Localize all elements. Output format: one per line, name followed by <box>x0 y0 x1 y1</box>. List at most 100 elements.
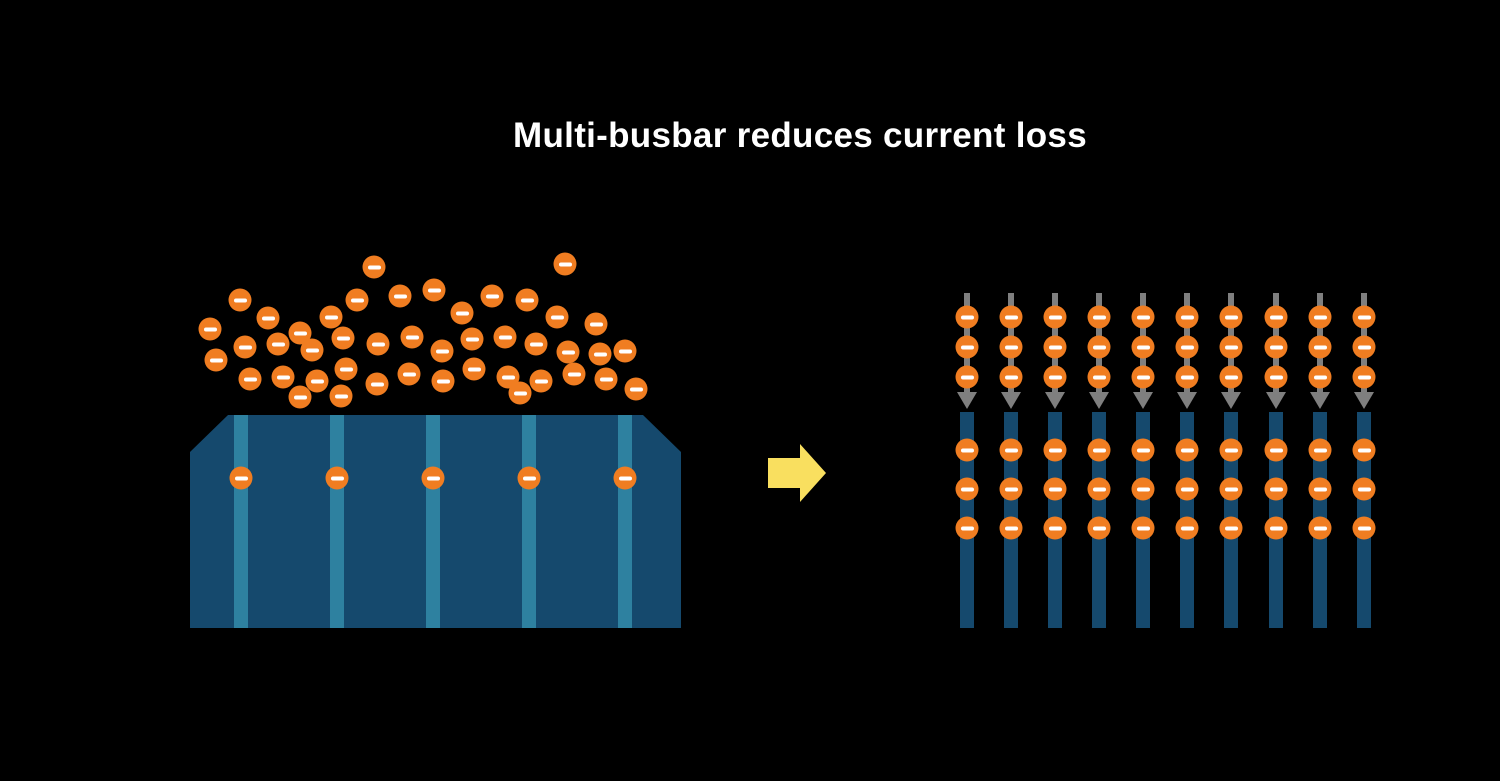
electron-icon <box>266 332 290 356</box>
electron-icon <box>362 255 386 279</box>
busbar <box>618 415 632 628</box>
electron-icon <box>430 339 454 363</box>
electron-icon <box>271 365 295 389</box>
electron-icon <box>450 301 474 325</box>
electron-icon <box>955 335 979 359</box>
electron-icon <box>517 466 541 490</box>
current-flow-arrowhead-icon <box>1177 392 1197 409</box>
electron-icon <box>556 340 580 364</box>
electron-icon <box>613 466 637 490</box>
electron-icon <box>1352 365 1376 389</box>
electron-icon <box>1352 516 1376 540</box>
electron-icon <box>624 377 648 401</box>
electron-icon <box>999 477 1023 501</box>
electron-icon <box>345 288 369 312</box>
electron-icon <box>421 466 445 490</box>
electron-icon <box>1264 516 1288 540</box>
current-flow-arrowhead-icon <box>1354 392 1374 409</box>
electron-icon <box>400 325 424 349</box>
electron-icon <box>1087 516 1111 540</box>
electron-icon <box>1043 365 1067 389</box>
electron-icon <box>238 367 262 391</box>
electron-icon <box>1264 305 1288 329</box>
electron-icon <box>480 284 504 308</box>
electron-icon <box>1131 365 1155 389</box>
electron-icon <box>1043 335 1067 359</box>
electron-icon <box>1352 305 1376 329</box>
electron-icon <box>1131 335 1155 359</box>
transition-arrow-icon <box>768 444 826 502</box>
electron-icon <box>955 365 979 389</box>
electron-icon <box>1219 305 1243 329</box>
electron-icon <box>1087 438 1111 462</box>
electron-icon <box>1352 438 1376 462</box>
electron-icon <box>955 438 979 462</box>
electron-icon <box>1175 365 1199 389</box>
electron-icon <box>204 348 228 372</box>
electron-icon <box>1087 335 1111 359</box>
current-flow-arrowhead-icon <box>1266 392 1286 409</box>
electron-icon <box>431 369 455 393</box>
electron-icon <box>198 317 222 341</box>
electron-icon <box>1264 335 1288 359</box>
electron-icon <box>256 306 280 330</box>
electron-icon <box>584 312 608 336</box>
electron-icon <box>508 381 532 405</box>
electron-icon <box>999 335 1023 359</box>
electron-icon <box>1087 305 1111 329</box>
electron-icon <box>1131 477 1155 501</box>
electron-icon <box>1308 477 1332 501</box>
electron-icon <box>1308 365 1332 389</box>
electron-icon <box>1175 516 1199 540</box>
current-flow-arrowhead-icon <box>1310 392 1330 409</box>
electron-icon <box>545 305 569 329</box>
electron-icon <box>515 288 539 312</box>
electron-icon <box>553 252 577 276</box>
electron-icon <box>562 362 586 386</box>
electron-icon <box>588 342 612 366</box>
electron-icon <box>366 332 390 356</box>
electron-icon <box>1175 477 1199 501</box>
electron-icon <box>1308 438 1332 462</box>
electron-icon <box>1308 305 1332 329</box>
electron-icon <box>1219 438 1243 462</box>
electron-icon <box>460 327 484 351</box>
current-flow-arrowhead-icon <box>1001 392 1021 409</box>
electron-icon <box>1264 477 1288 501</box>
electron-icon <box>1219 335 1243 359</box>
electron-icon <box>524 332 548 356</box>
electron-icon <box>955 477 979 501</box>
electron-icon <box>388 284 412 308</box>
current-flow-arrowhead-icon <box>1133 392 1153 409</box>
electron-icon <box>1175 335 1199 359</box>
electron-icon <box>422 278 446 302</box>
electron-icon <box>1219 516 1243 540</box>
electron-icon <box>493 325 517 349</box>
electron-icon <box>1043 305 1067 329</box>
electron-icon <box>462 357 486 381</box>
electron-icon <box>331 326 355 350</box>
busbar <box>330 415 344 628</box>
electron-icon <box>1219 365 1243 389</box>
electron-icon <box>1131 516 1155 540</box>
current-flow-arrowhead-icon <box>1089 392 1109 409</box>
electron-icon <box>397 362 421 386</box>
electron-icon <box>325 466 349 490</box>
electron-icon <box>999 305 1023 329</box>
electron-icon <box>1087 477 1111 501</box>
electron-icon <box>300 338 324 362</box>
current-flow-arrowhead-icon <box>1045 392 1065 409</box>
electron-icon <box>1131 305 1155 329</box>
electron-icon <box>1087 365 1111 389</box>
current-flow-arrowhead-icon <box>957 392 977 409</box>
diagram-title: Multi-busbar reduces current loss <box>513 116 1087 155</box>
electron-icon <box>999 365 1023 389</box>
electron-icon <box>999 438 1023 462</box>
busbar <box>426 415 440 628</box>
busbar <box>234 415 248 628</box>
electron-icon <box>1264 365 1288 389</box>
electron-icon <box>613 339 637 363</box>
electron-icon <box>1131 438 1155 462</box>
electron-icon <box>228 288 252 312</box>
